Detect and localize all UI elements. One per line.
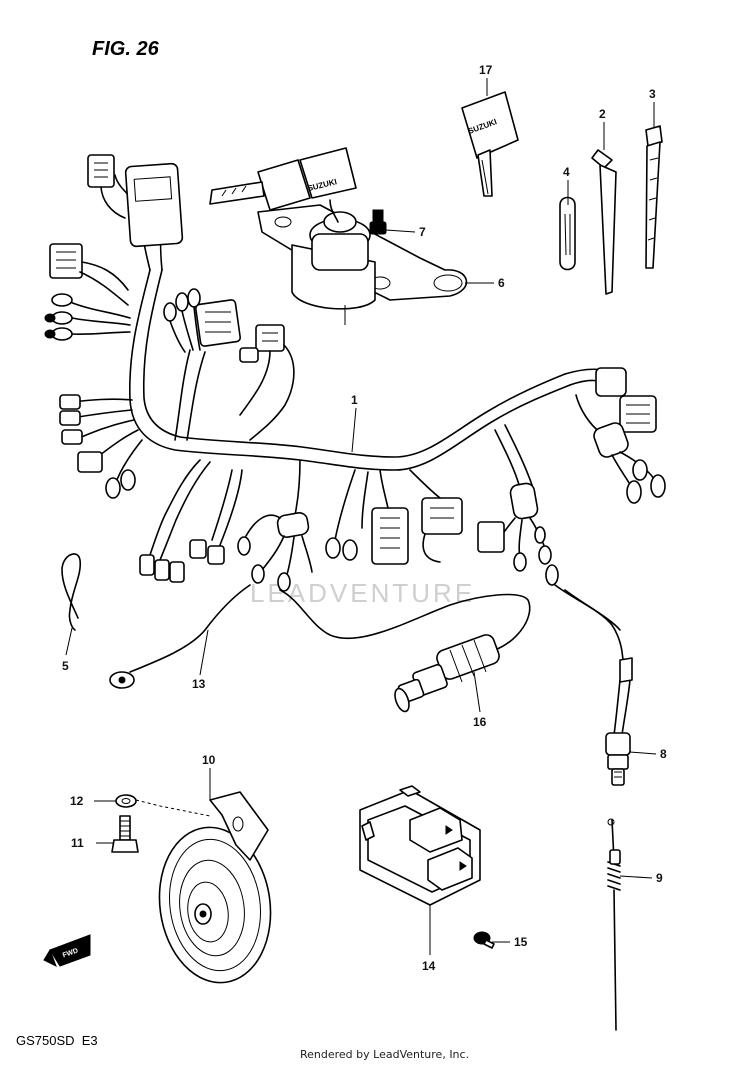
callout-9: 9 xyxy=(656,871,663,885)
front-arrow-icon: FWD xyxy=(43,934,91,968)
regulator-14 xyxy=(359,785,481,906)
cable-tie-3 xyxy=(645,125,663,269)
screw-7 xyxy=(369,209,387,235)
callout-3: 3 xyxy=(649,87,656,101)
model-code: GS750SD E3 xyxy=(16,1033,98,1048)
ground-lead xyxy=(109,584,251,689)
figure-title: FIG. 26 xyxy=(92,38,160,60)
upper-terminals xyxy=(163,288,201,353)
callout-16: 16 xyxy=(473,715,487,729)
switch-16 xyxy=(279,589,531,713)
clamp-2 xyxy=(591,149,617,295)
key: SUZUKI xyxy=(461,91,519,197)
hook-5 xyxy=(61,553,82,631)
horn xyxy=(158,791,272,984)
screw-15 xyxy=(473,931,495,949)
callout-4: 4 xyxy=(563,165,570,179)
clip-4 xyxy=(559,196,576,271)
callout-17: 17 xyxy=(479,63,493,77)
callout-7: 7 xyxy=(419,225,426,239)
callout-11: 11 xyxy=(71,836,84,850)
lower-left-terminals xyxy=(139,539,225,583)
washer-12 xyxy=(115,794,137,808)
callout-14: 14 xyxy=(422,959,436,973)
callout-13: 13 xyxy=(192,677,206,691)
callout-6: 6 xyxy=(498,276,505,290)
callout-8: 8 xyxy=(660,747,667,761)
left-terminals xyxy=(44,293,131,341)
bolt-11 xyxy=(111,815,139,853)
callout-15: 15 xyxy=(514,935,528,949)
callout-5: 5 xyxy=(62,659,69,673)
lead-8 xyxy=(545,564,633,786)
callout-2: 2 xyxy=(599,107,606,121)
left-connector-cluster xyxy=(59,394,143,499)
cable-9 xyxy=(607,818,621,1031)
callout-1: 1 xyxy=(351,393,358,407)
callout-12: 12 xyxy=(70,794,84,808)
footer-credit: Rendered by LeadVenture, Inc. xyxy=(300,1048,469,1061)
callout-10: 10 xyxy=(202,753,216,767)
wiring-harness xyxy=(44,154,666,592)
ignition-switch: SUZUKI xyxy=(209,147,468,325)
